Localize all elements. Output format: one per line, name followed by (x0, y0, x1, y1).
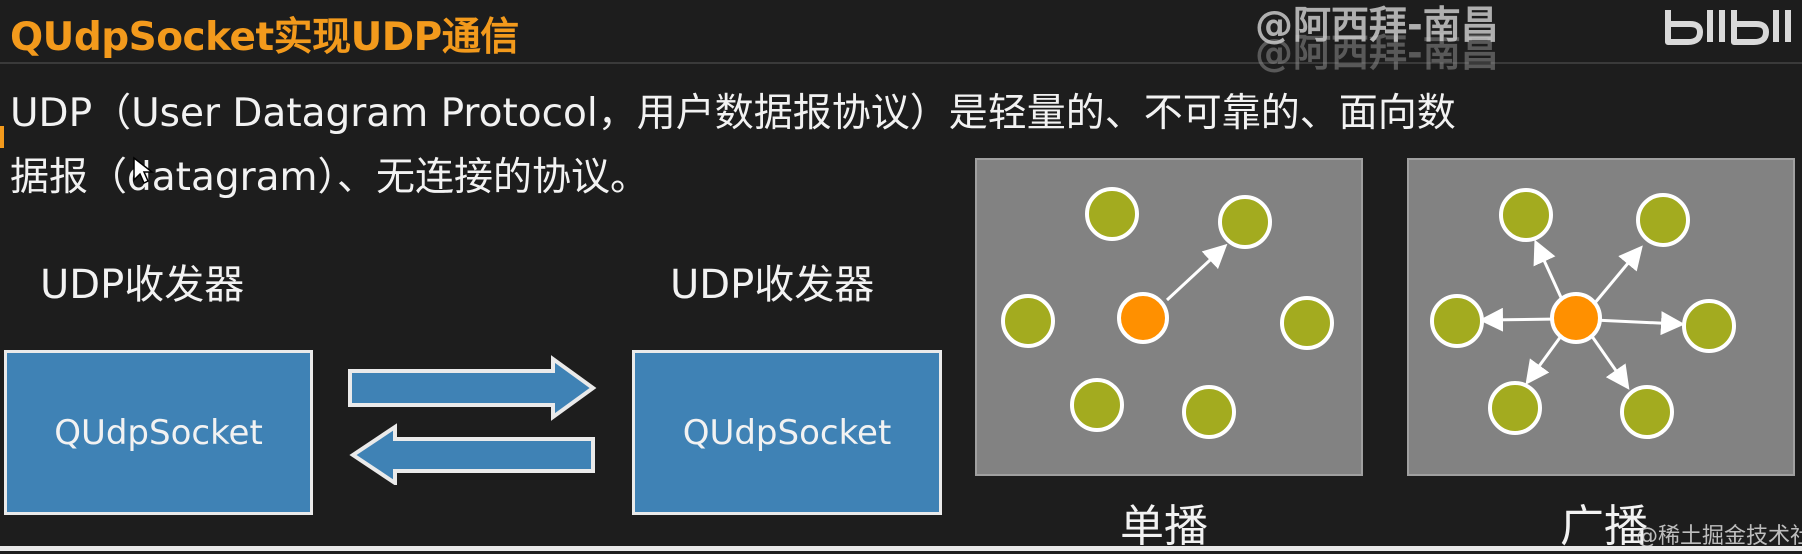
unicast-panel (975, 158, 1363, 476)
unicast-arrow (1165, 243, 1228, 302)
broadcast-source-node (1550, 292, 1602, 344)
broadcast-node (1488, 381, 1542, 435)
title-divider (0, 62, 1802, 64)
unicast-node (1182, 385, 1236, 439)
broadcast-node (1430, 294, 1484, 348)
arrow-right-icon (348, 355, 597, 421)
broadcast-node (1620, 385, 1674, 439)
broadcast-arrows (1479, 239, 1685, 390)
cursor-marker (0, 126, 4, 148)
uploader-watermark: @阿西拜-南昌 (1255, 3, 1499, 47)
protocol-description: UDP（User Datagram Protocol，用户数据报协议）是轻量的、… (10, 82, 1456, 210)
description-line-1: UDP（User Datagram Protocol，用户数据报协议）是轻量的、… (10, 91, 1456, 136)
unicast-target-node (1218, 195, 1272, 249)
broadcast-node (1636, 193, 1690, 247)
left-qudpsocket-box: QUdpSocket (4, 350, 313, 515)
unicast-source-node (1117, 292, 1169, 344)
bottom-border (0, 546, 1802, 551)
arrow-left-icon (349, 423, 595, 485)
broadcast-caption: 广播 (1560, 501, 1648, 552)
right-qudpsocket-box: QUdpSocket (632, 350, 942, 515)
bilibili-logo-icon (1665, 10, 1791, 45)
uploader-watermark-ghost: @阿西拜-南昌 (1255, 31, 1499, 75)
broadcast-panel (1407, 158, 1795, 476)
unicast-caption: 单播 (1120, 501, 1208, 552)
right-transceiver-label: UDP收发器 (670, 262, 875, 308)
unicast-node (1001, 294, 1055, 348)
broadcast-diagram (1430, 188, 1736, 439)
unicast-node (1280, 296, 1334, 350)
broadcast-node (1682, 299, 1736, 353)
unicast-diagram (1001, 187, 1334, 439)
site-watermark: @稀土掘金技术社区 (1636, 524, 1802, 549)
unicast-node (1070, 378, 1124, 432)
mouse-pointer-icon (133, 156, 154, 185)
broadcast-node (1499, 188, 1553, 242)
left-transceiver-label: UDP收发器 (40, 262, 245, 308)
bidirectional-arrows (348, 355, 597, 485)
slide-title: QUdpSocket实现UDP通信 (10, 15, 519, 60)
unicast-node (1085, 187, 1139, 241)
description-line-2: 据报（datagram）、无连接的协议。 (10, 155, 650, 200)
